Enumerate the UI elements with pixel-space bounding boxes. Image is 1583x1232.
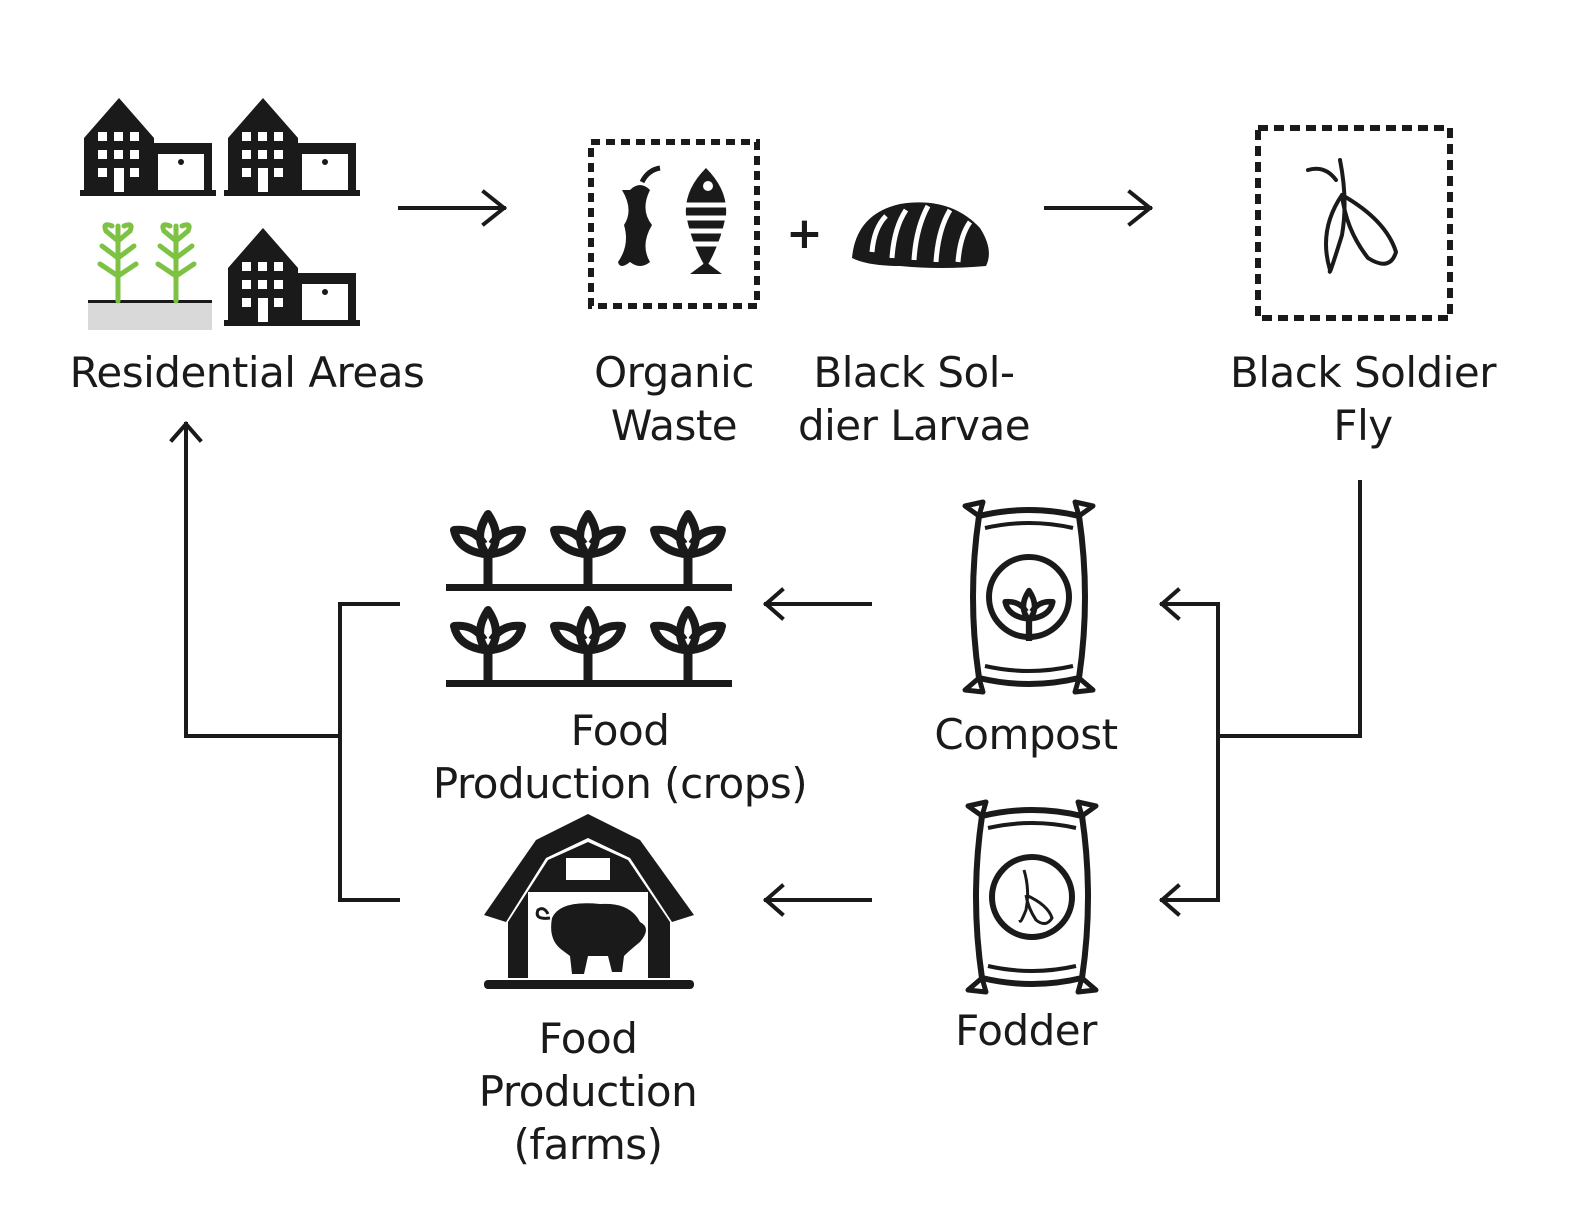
arrow-fodder-to-farms xyxy=(762,883,872,917)
compost-bag-icon xyxy=(965,502,1093,692)
arrow-larvae-to-fly xyxy=(1044,189,1154,227)
arrow-food-to-residential xyxy=(169,420,342,738)
organic-waste-label: Organic Waste xyxy=(594,348,754,450)
residential-areas-label: Residential Areas xyxy=(69,348,425,397)
apple-core-icon xyxy=(618,165,661,266)
compost-label: Compost xyxy=(934,710,1118,759)
fodder-label: Fodder xyxy=(955,1006,1097,1055)
barn-pig-icon xyxy=(484,814,694,989)
connector-food-bracket xyxy=(338,602,400,902)
connector-lines xyxy=(169,189,1362,917)
arrow-residential-to-waste xyxy=(398,189,508,227)
farms-label: Food Production (farms) xyxy=(478,1014,698,1169)
larva-icon xyxy=(852,202,989,268)
crops-label: Food Production (crops) xyxy=(432,706,808,808)
arrow-to-compost xyxy=(1158,587,1220,621)
plus-sign: + xyxy=(786,208,823,259)
connector-fly-to-products xyxy=(1216,480,1362,738)
fodder-bag-icon xyxy=(968,802,1096,992)
organic-waste-icon xyxy=(588,139,760,309)
fish-bone-icon xyxy=(685,168,727,274)
fly-icon xyxy=(1255,125,1453,321)
crop-field-icon xyxy=(446,514,732,687)
larvae-label: Black Sol- dier Larvae xyxy=(797,348,1031,450)
arrow-compost-to-crops xyxy=(762,587,872,621)
arrow-to-fodder xyxy=(1158,883,1220,917)
fly-label: Black Soldier Fly xyxy=(1230,348,1496,450)
residential-areas-icon xyxy=(80,98,360,330)
